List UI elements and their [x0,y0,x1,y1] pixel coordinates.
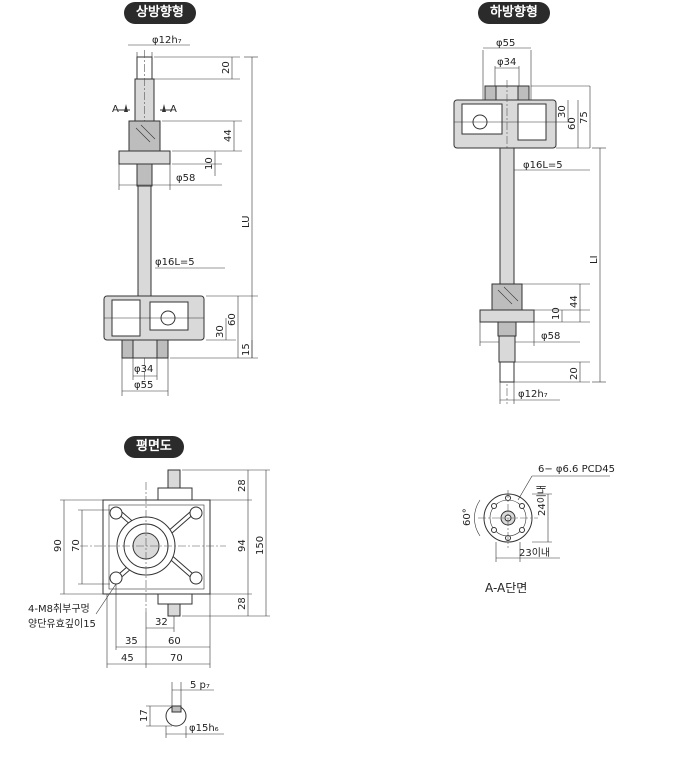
plan-x45-label: 45 [121,653,134,664]
down-stroke-label: LI [589,255,600,264]
aa-holes-label: 6− φ6.6 PCD45 [538,464,615,475]
down-nut-len-label: 44 [569,295,580,308]
up-shaft-dia-label: φ12h₇ [152,35,182,46]
up-d55-label: φ55 [134,380,153,391]
plan-h94-label: 94 [237,539,248,552]
up-h15-label: 15 [241,343,252,356]
aa-section-title: A-A단면 [485,581,527,595]
down-shaft-dia-label: φ12h₇ [518,389,548,400]
plan-view-drawing: 90 70 28 94 150 28 4-M8취부구멍 양단유효깊이15 32 … [28,469,270,668]
plan-hole-note-1: 4-M8취부구멍 [28,603,90,615]
aa-d24-label: 24이내 [536,485,548,516]
up-h30-label: 30 [215,325,226,338]
up-d34-label: φ34 [134,364,153,375]
down-screw-label: φ16L=5 [523,160,563,171]
aa-d23-label: 23이내 [519,547,550,559]
up-screw-label: φ16L=5 [155,257,195,268]
plan-x32-label: 32 [155,617,168,628]
plan-hole-note-2: 양단유효깊이15 [28,618,96,630]
up-stroke-label: LU [241,216,252,228]
downward-type-drawing: φ55 φ34 30 60 75 φ16L=5 LI [453,38,606,404]
up-flange-dia-label: φ58 [176,173,195,184]
key-h17-label: 17 [139,709,150,722]
key-width-label: 5 p₇ [190,680,210,691]
down-h30-label: 30 [557,105,568,118]
up-section-a-right: A [170,104,177,115]
plan-w90-label: 90 [53,539,64,552]
plan-h150-label: 150 [255,536,266,555]
section-plan-label: 평면도 [124,436,184,458]
up-flange-thk-label: 10 [204,157,215,170]
down-d34-label: φ34 [497,57,516,68]
section-downward-label: 하방향형 [478,2,550,24]
plan-w70-label: 70 [71,539,82,552]
down-d55-label: φ55 [496,38,515,49]
down-flange-dia-label: φ58 [541,331,560,342]
down-bottom-len-label: 20 [569,367,580,380]
down-flange-thk-label: 10 [551,307,562,320]
aa-angle-label: 60° [462,508,473,526]
plan-x35-label: 35 [125,636,138,647]
down-h60-label: 60 [567,117,578,130]
upward-type-drawing: φ12h₇ 20 A A 44 10 φ58 [103,35,258,396]
key-d15-label: φ15h₆ [189,723,219,734]
down-h75-label: 75 [579,111,590,124]
up-h60-label: 60 [227,313,238,326]
plan-h28b-label: 28 [237,597,248,610]
aa-section-drawing: 6− φ6.6 PCD45 60° 24이내 23이내 A-A단면 [462,464,615,595]
section-upward-label: 상방향형 [124,2,196,24]
key-detail-drawing: 5 p₇ 17 φ15h₆ [139,680,224,738]
plan-h28a-label: 28 [237,479,248,492]
up-section-a-left: A [112,104,119,115]
up-nut-len-label: 44 [223,129,234,142]
plan-x60-label: 60 [168,636,181,647]
up-top-len-label: 20 [221,61,232,74]
plan-x70-label: 70 [170,653,183,664]
